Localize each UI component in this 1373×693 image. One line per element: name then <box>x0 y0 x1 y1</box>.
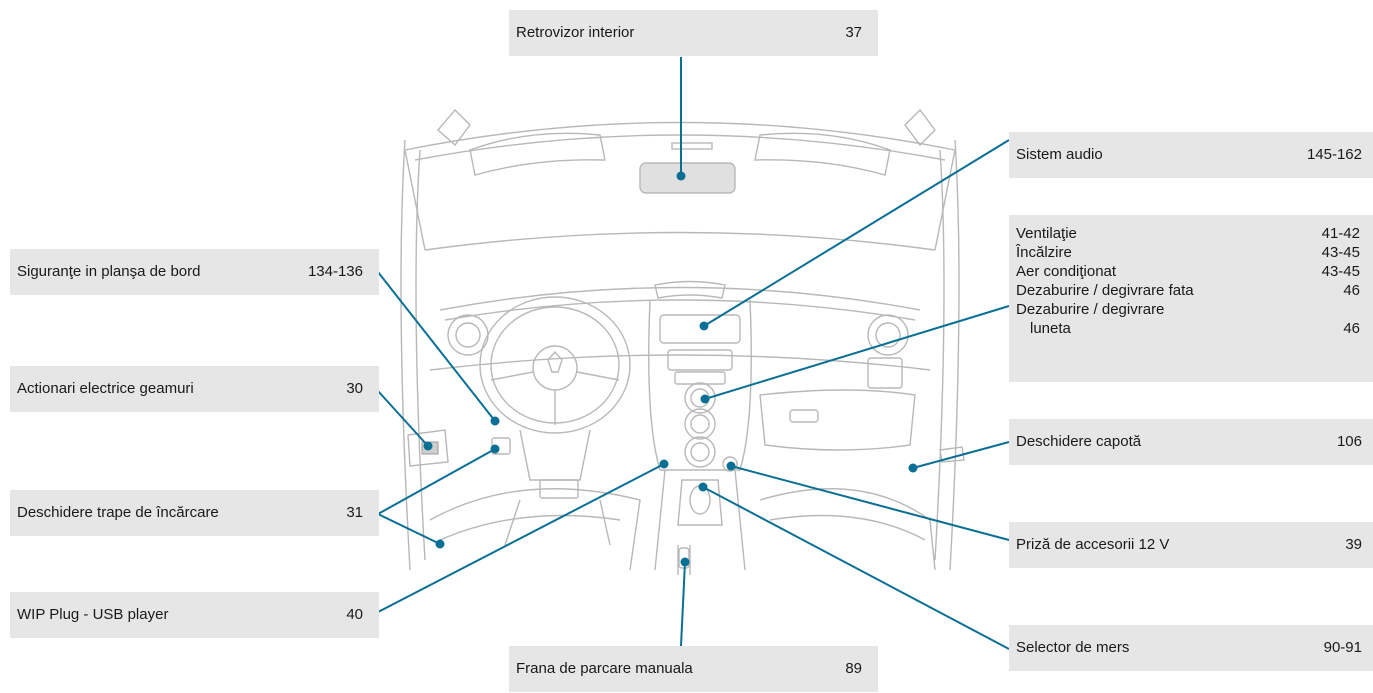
callout-bonnet: Deschidere capotă 106 <box>1009 419 1373 465</box>
dot-wip <box>659 459 669 469</box>
callout-label: Sistem audio <box>1016 146 1103 163</box>
callout-label: Selector de mers <box>1016 639 1130 656</box>
page-ref: 134-136 <box>307 263 363 280</box>
dot-mirror <box>676 171 686 181</box>
climate-item: Dezaburire / degivrare <box>1016 301 1165 318</box>
callout-socket: Priză de accesorii 12 V 39 <box>1009 522 1373 568</box>
dot-charge-b <box>435 539 445 549</box>
climate-item: Încălzire 43-45 <box>1016 244 1360 261</box>
page-ref: 30 <box>346 380 363 397</box>
dot-charge-a <box>490 444 500 454</box>
page-ref: 90-91 <box>1323 639 1362 656</box>
callout-charge: Deschidere trape de încărcare 31 <box>10 490 379 536</box>
climate-item-continued: luneta 46 <box>1030 320 1360 337</box>
page-ref: 40 <box>346 606 363 623</box>
line-bonnet <box>912 441 1010 469</box>
page-ref: 145-162 <box>1306 146 1362 163</box>
climate-item: Aer condiţionat 43-45 <box>1016 263 1360 280</box>
dot-bonnet <box>908 463 918 473</box>
line-audio <box>703 139 1010 327</box>
callout-label: Priză de accesorii 12 V <box>1016 536 1170 553</box>
callout-climate: Ventilaţie 41-42 Încălzire 43-45 Aer con… <box>1009 215 1373 382</box>
callout-label: Deschidere trape de încărcare <box>17 504 219 521</box>
page-ref: 31 <box>346 504 363 521</box>
line-handbrake <box>680 561 686 647</box>
line-climate <box>704 305 1010 400</box>
dot-socket <box>726 461 736 471</box>
line-socket <box>730 465 1010 541</box>
climate-item: Ventilaţie 41-42 <box>1016 225 1360 242</box>
climate-item: Dezaburire / degivrare fata 46 <box>1016 282 1360 299</box>
callout-label: WIP Plug - USB player <box>17 606 169 623</box>
dot-windows <box>423 441 433 451</box>
callout-windows: Actionari electrice geamuri 30 <box>10 366 379 412</box>
line-wip <box>377 463 665 613</box>
dot-gear <box>698 482 708 492</box>
page-ref: 37 <box>845 24 862 41</box>
callout-label: Retrovizor interior <box>516 24 635 41</box>
dot-audio <box>699 321 709 331</box>
callout-handbrake: Frana de parcare manuala 89 <box>509 646 878 692</box>
callout-wip: WIP Plug - USB player 40 <box>10 592 379 638</box>
callout-fuses: Siguranţe in planşa de bord 134-136 <box>10 249 379 295</box>
dot-handbrake <box>680 557 690 567</box>
page-ref: 39 <box>1345 536 1362 553</box>
page-ref: 106 <box>1336 433 1362 450</box>
dot-fuses <box>490 416 500 426</box>
line-charge-a <box>377 448 496 515</box>
page-ref: 89 <box>845 660 862 677</box>
callout-label: Actionari electrice geamuri <box>17 380 194 397</box>
callout-audio: Sistem audio 145-162 <box>1009 132 1373 178</box>
callout-label: Frana de parcare manuala <box>516 660 693 677</box>
line-gear <box>702 486 1010 650</box>
line-fuses <box>377 271 496 422</box>
line-charge-b <box>377 513 441 545</box>
callout-label: Siguranţe in planşa de bord <box>17 263 201 280</box>
callout-gear: Selector de mers 90-91 <box>1009 625 1373 671</box>
callout-label: Deschidere capotă <box>1016 433 1142 450</box>
callout-mirror: Retrovizor interior 37 <box>509 10 878 56</box>
line-windows <box>377 390 429 447</box>
dot-climate <box>700 394 710 404</box>
